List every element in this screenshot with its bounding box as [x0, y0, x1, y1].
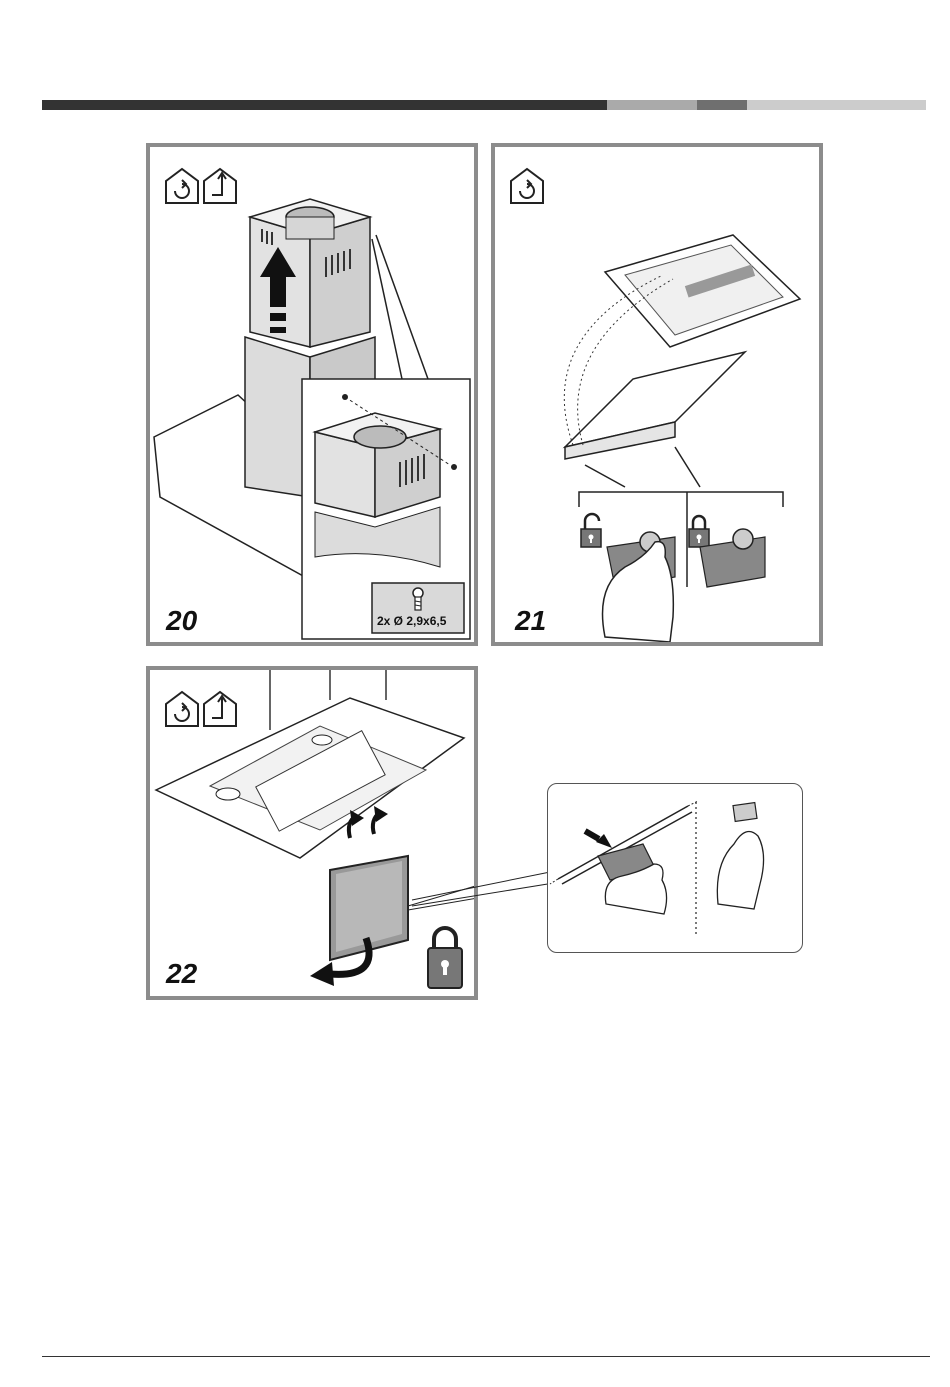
header-bar-segment	[697, 100, 747, 110]
step-20-illustration	[150, 147, 474, 642]
header-bar-segment	[607, 100, 697, 110]
header-color-bar	[42, 100, 926, 110]
recirculation-mode-icon	[166, 169, 198, 203]
padlock-closed-icon	[428, 928, 462, 988]
recirculation-mode-icon	[511, 169, 543, 203]
recirculation-mode-icon	[166, 692, 198, 726]
footer-rule	[42, 1356, 930, 1357]
step-21-illustration	[495, 147, 819, 642]
filter-latch-detail	[548, 784, 803, 953]
header-bar-segment	[42, 100, 607, 110]
extraction-mode-icon	[204, 169, 236, 203]
step-22-number: 22	[166, 960, 197, 988]
screw-spec-label: 2x Ø 2,9x6,5	[377, 614, 446, 628]
padlock-open-icon	[581, 514, 601, 547]
step-20-number: 20	[166, 607, 197, 635]
screw-icon	[413, 588, 423, 610]
step-21-number: 21	[515, 607, 546, 635]
filter-latch-detail-box	[547, 783, 803, 953]
padlock-closed-icon	[689, 516, 709, 547]
step-22-panel: 22	[146, 666, 478, 1000]
step-22-illustration	[150, 670, 474, 996]
extraction-mode-icon	[204, 692, 236, 726]
step-20-panel: 2x Ø 2,9x6,5 20	[146, 143, 478, 646]
step-21-panel: 21	[491, 143, 823, 646]
header-bar-segment	[747, 100, 926, 110]
